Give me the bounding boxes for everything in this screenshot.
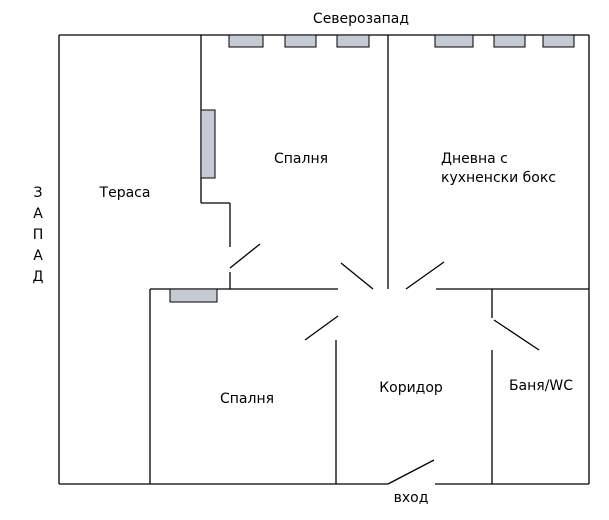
doors — [229, 243, 540, 485]
window-side — [200, 109, 216, 179]
window-top-4 — [434, 34, 474, 48]
window-top-2 — [284, 34, 317, 48]
window-top-1 — [228, 34, 264, 48]
door-entrance — [387, 459, 435, 485]
window-top-3 — [336, 34, 370, 48]
west-letter: Д — [33, 269, 44, 285]
west-letter: А — [33, 248, 43, 264]
room-corridor: Коридор — [379, 380, 443, 396]
door-bottom-bedroom — [304, 315, 339, 341]
room-terrace: Тераса — [99, 185, 151, 201]
window-bottom-bedroom — [169, 288, 218, 303]
window-top-5 — [493, 34, 526, 48]
west-letter: А — [33, 206, 43, 222]
west-letter: З — [34, 185, 43, 201]
entrance-label: вход — [394, 490, 429, 506]
interior-walls — [149, 35, 589, 484]
north-label: Северозапад — [313, 11, 409, 27]
west-label: З А П А Д — [33, 185, 44, 285]
door-bath — [493, 319, 540, 351]
west-letter: П — [33, 227, 44, 243]
windows — [169, 34, 575, 303]
room-living-line1: Дневна с — [441, 151, 508, 167]
room-bedroom-top: Спалня — [274, 151, 328, 167]
room-bedroom-bottom: Спалня — [220, 391, 274, 407]
door-living — [405, 261, 445, 290]
room-living-line2: кухненски бокс — [441, 170, 556, 186]
outer-walls — [58, 34, 590, 485]
window-top-6 — [542, 34, 575, 48]
door-terrace — [229, 243, 261, 269]
room-bath: Баня/WC — [509, 378, 573, 394]
door-top-bedroom — [340, 262, 374, 290]
